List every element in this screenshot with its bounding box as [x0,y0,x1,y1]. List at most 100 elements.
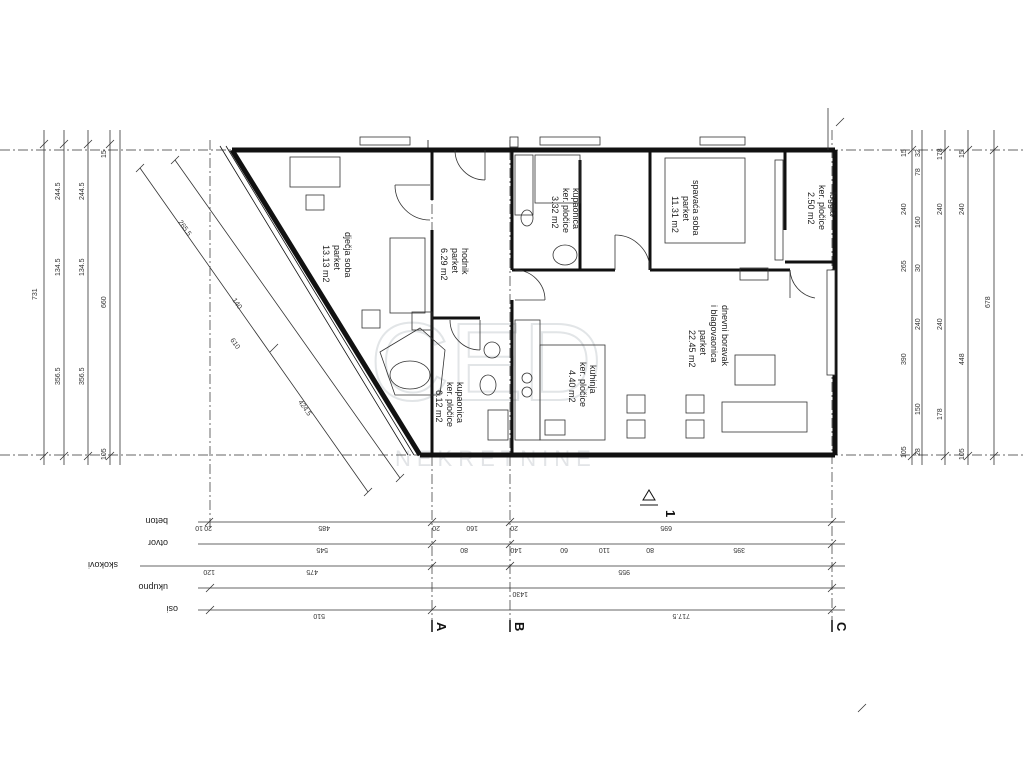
dim-right-d2: 448 [959,353,966,365]
table [734,354,776,386]
room-name: loggia [828,192,838,216]
dim-beton-4: 160 [466,524,478,531]
dim-left-a0: 15 [101,150,108,158]
dim-left-c: 660 [101,296,108,308]
dim-left-b0: 244.5 [79,182,86,200]
dim-right-a2: 265 [901,260,908,272]
row-label-beton: beton [145,516,168,526]
row-label-otvor: otvor [148,538,168,548]
dim-beton-1: 10 [195,524,203,531]
dim-left-b1: 134.5 [79,258,86,276]
dim-beton-5: 20 [510,524,518,531]
dim-right-c2: 240 [937,318,944,330]
bottom-row-labels: beton otvor skokovi ukupno osi [88,516,178,614]
room-djecja-soba: dječja soba parket 13.13 m2 [321,232,353,283]
dim-diag-a0: 265.5 [176,219,192,237]
room-area: 2.50 m2 [806,192,816,225]
furniture [289,154,808,441]
row-label-skokovi: skokovi [88,560,118,570]
room-name: kupaonica [571,188,581,229]
dim-beton-6: 695 [660,524,672,531]
room-hodnik: hodnik parket 6.29 m2 [439,248,470,281]
dim-right-d1: 240 [959,203,966,215]
dim-beton-3: 20 [432,524,440,531]
dim-diag-a1: 424.5 [296,399,312,417]
interior-walls [430,150,835,457]
dim-right-a3: 390 [901,353,908,365]
dim-right-b0: 32 [915,149,922,157]
left-dimension-lines [39,130,121,465]
room-floor: parket [450,248,460,274]
room-name: hodnik [460,248,470,275]
doors [394,149,816,351]
dim-beton-0: 20 [204,524,212,531]
room-name: dječja soba [343,232,353,278]
dim-right-c0: 178 [937,148,944,160]
dim-otvor-6: 395 [733,546,745,553]
room-kupaonica-2: kupaonica ker. pločice 6.12 m2 [434,382,465,427]
section-marker: 1 [640,489,678,517]
dim-otvor-1: 80 [460,546,468,553]
room-name: spavaća soba [691,180,701,236]
dim-right-b2: 160 [915,216,922,228]
room-floor: ker. pločice [445,382,455,427]
dim-skokovi-0: 120 [203,568,215,575]
room-floor: ker. pločice [817,185,827,230]
axis-markers: A B C [431,620,849,632]
room-name: kupaonica [455,382,465,423]
sofa [721,401,808,433]
room-area: 3.32 m2 [550,196,560,229]
dim-ukupno-0: 1430 [512,590,528,597]
dim-right-d0: 15 [959,150,966,158]
right-dimension-values: 15 240 265 390 105 32 78 160 30 240 150 … [901,148,992,460]
dim-right-b5: 150 [915,403,922,415]
room-area: 6.29 m2 [439,248,449,281]
watermark: CED NEKRETNINE [369,300,603,471]
dim-otvor-0: 545 [316,546,328,553]
room-area: 6.12 m2 [434,390,444,423]
top-ticks [827,108,867,713]
dim-right-c3: 178 [937,408,944,420]
room-floor: parket [698,330,708,356]
room-floor: parket [681,196,691,222]
row-label-osi: osi [166,604,178,614]
room-floor: ker. pločice [578,362,588,407]
dim-diag-b1: 610 [228,337,240,351]
dim-skokovi-1: 475 [306,568,318,575]
dim-left-a1: 244.5 [55,182,62,200]
room-area: 11.31 m2 [670,196,680,233]
room-name: kuhinja [588,365,598,394]
desk [289,156,341,188]
room-labels: dječja soba parket 13.13 m2 hodnik parke… [321,180,838,427]
dim-right-a1: 240 [901,203,908,215]
windows [359,136,836,376]
room-floor: ker. pločice [561,188,571,233]
section-number: 1 [663,510,678,517]
dim-right-a0: 15 [901,149,908,157]
room-area: 4.40 m2 [567,370,577,403]
dim-otvor-5: 80 [646,546,654,553]
dim-right-outer: 678 [985,296,992,308]
room-area: 13.13 m2 [321,245,331,283]
dim-skokovi-2: 955 [618,568,630,575]
dim-otvor-4: 110 [599,546,610,553]
dim-diag-b0: 140 [230,297,242,311]
watermark-subtext: NEKRETNINE [395,446,597,471]
dim-left-a2: 134.5 [55,258,62,276]
bottom-dimension-lines [140,517,845,615]
room-name: dnevni boravak [720,305,730,367]
bed [389,237,426,314]
room-kuhinja: kuhinja ker. pločice 4.40 m2 [567,362,598,407]
dim-right-d3: 105 [959,448,966,460]
dim-otvor-3: 60 [560,546,568,553]
dim-left-a3: 356.5 [55,367,62,385]
dim-left-a4: 105 [101,448,108,460]
room-name-2: i blagovaonica [709,305,719,363]
dim-otvor-2: 140 [510,546,522,553]
left-dimension-values: 731 244.5 134.5 356.5 244.5 134.5 356.5 … [32,150,108,460]
bottom-dimension-values: 20 10 485 20 160 20 695 545 80 140 60 11… [195,524,745,619]
watermark-logo: CED [370,301,602,424]
diagonal-dimensions [135,155,405,497]
dim-beton-2: 485 [318,524,330,531]
